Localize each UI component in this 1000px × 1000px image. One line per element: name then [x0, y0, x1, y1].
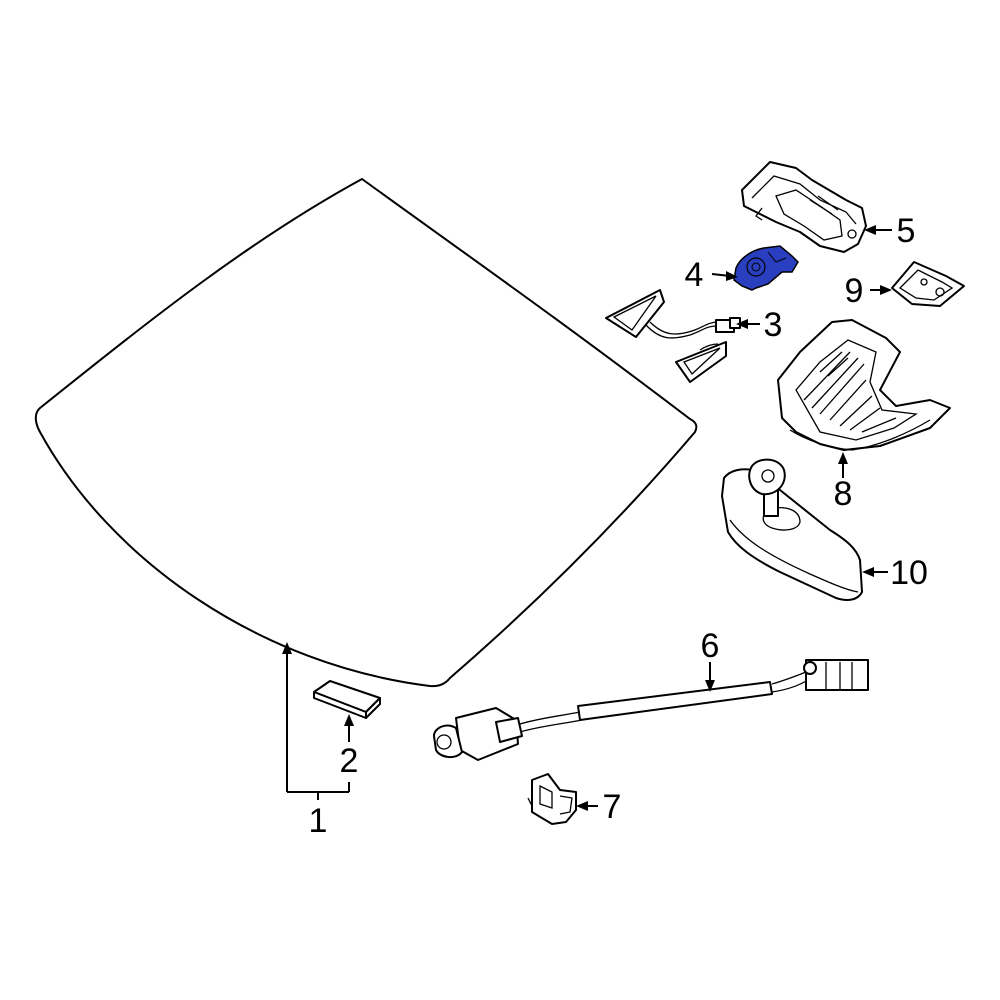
callout-labels: 1 2 3 4 5 6 7 8 9 10	[309, 212, 928, 840]
callout-10: 10	[890, 554, 928, 592]
bracket-plate-part-9[interactable]	[891, 261, 965, 307]
camera-housing-part-10[interactable]	[721, 458, 863, 601]
callout-8: 8	[834, 475, 853, 513]
bracket-part-4-highlighted[interactable]	[733, 245, 799, 291]
callout-5: 5	[897, 212, 916, 250]
cover-part-8[interactable]	[777, 319, 951, 451]
harness-part-6[interactable]	[433, 659, 869, 761]
sensor-covers-part-3[interactable]	[605, 289, 741, 383]
pad-part-2[interactable]	[313, 680, 381, 719]
callout-6: 6	[701, 627, 720, 665]
callout-2: 2	[340, 742, 359, 780]
callout-1: 1	[309, 802, 328, 840]
callout-7: 7	[603, 788, 622, 826]
windshield-part-1[interactable]	[34, 178, 698, 688]
mount-housing-part-5[interactable]	[741, 161, 867, 253]
leader-lines	[282, 225, 892, 811]
callout-9: 9	[845, 272, 864, 310]
callout-3: 3	[764, 306, 783, 344]
callout-4: 4	[685, 256, 704, 294]
clip-part-7[interactable]	[527, 773, 577, 825]
